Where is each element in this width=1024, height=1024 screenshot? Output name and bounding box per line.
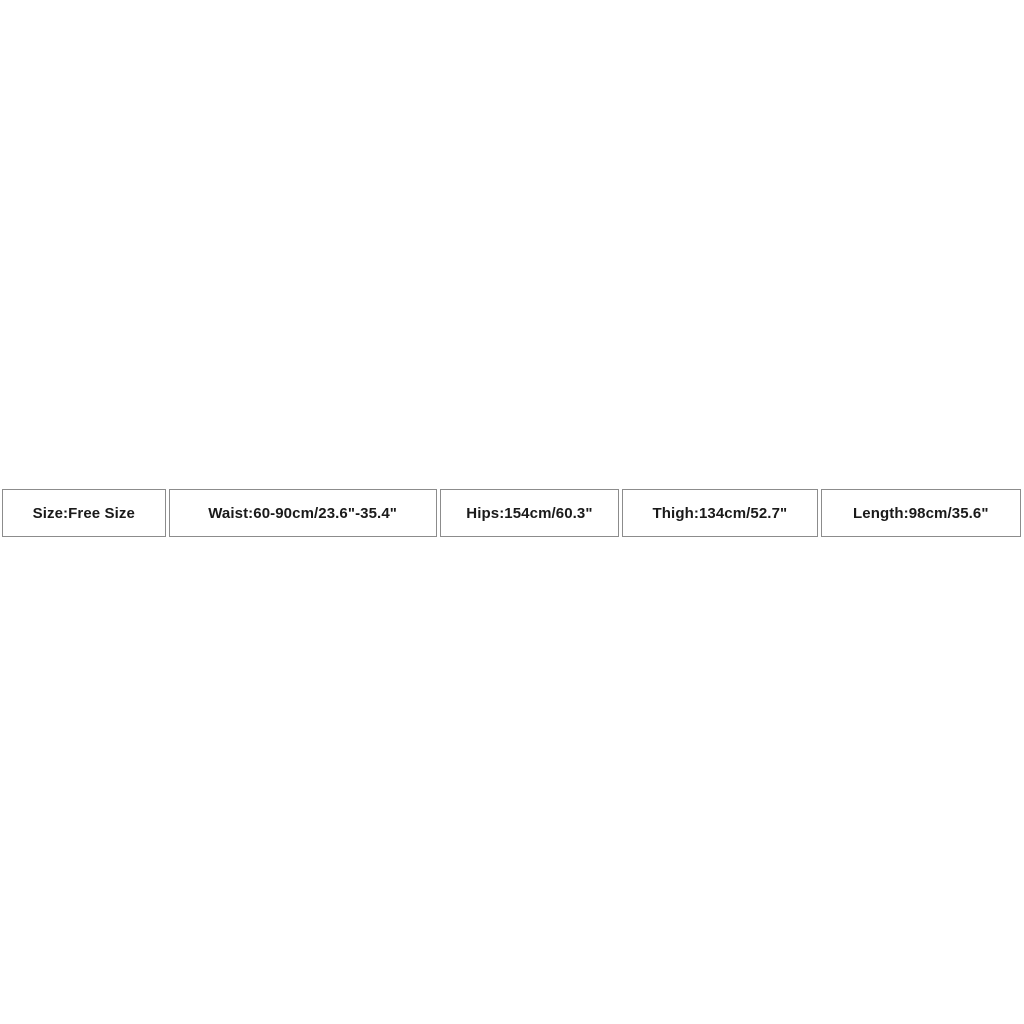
- size-chart-cell-length: Length:98cm/35.6": [820, 489, 1021, 537]
- size-chart-table: Size:Free Size Waist:60-90cm/23.6"-35.4"…: [2, 489, 1021, 537]
- size-chart-cell-thigh: Thigh:134cm/52.7": [622, 489, 818, 537]
- size-chart-cell-length-label: Length:98cm/35.6": [853, 504, 989, 522]
- size-chart-cell-hips: Hips:154cm/60.3": [439, 489, 620, 537]
- size-chart-cell-waist: Waist:60-90cm/23.6"-35.4": [168, 489, 437, 537]
- size-chart-cell-size-label: Size:Free Size: [32, 504, 135, 522]
- size-chart-cell-size: Size:Free Size: [2, 489, 166, 537]
- size-chart-cell-hips-label: Hips:154cm/60.3": [466, 504, 593, 522]
- size-chart-cell-waist-label: Waist:60-90cm/23.6"-35.4": [208, 504, 397, 522]
- size-chart-cell-thigh-label: Thigh:134cm/52.7": [652, 504, 788, 522]
